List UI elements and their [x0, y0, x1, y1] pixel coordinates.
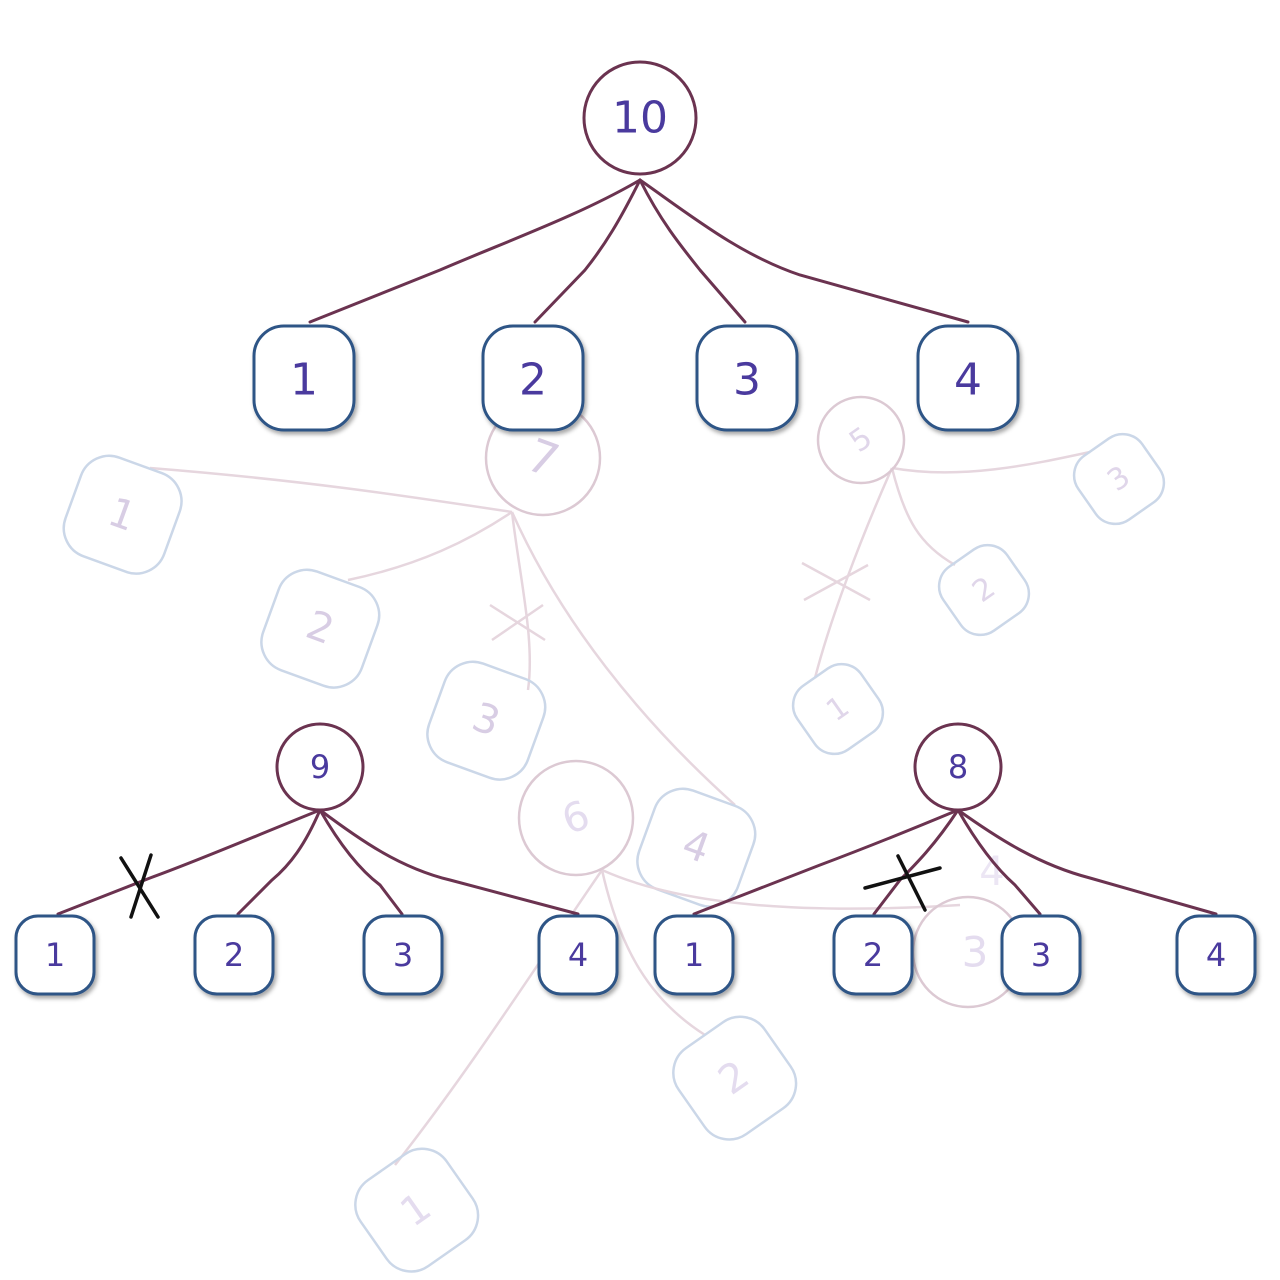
tree-edge — [956, 808, 1218, 916]
child-node-label: 1 — [684, 936, 704, 974]
ghost-edge — [510, 511, 736, 806]
ghost-edge — [510, 511, 532, 691]
root-node-label: 8 — [948, 748, 968, 786]
child-node-label: 3 — [1031, 936, 1051, 974]
ghost-node-label: 3 — [962, 928, 989, 977]
tree-edge — [318, 808, 404, 916]
child-node-label: 2 — [519, 355, 547, 406]
root-node-label: 9 — [310, 748, 330, 786]
child-node-box — [362, 914, 444, 996]
cross-mark-icon — [129, 853, 153, 919]
child-node-label: 3 — [393, 936, 413, 974]
ghost-layer: 7 1 2 3 4 5 3 2 1 — [62, 395, 1166, 1273]
ghost-node-box — [791, 662, 885, 756]
ghost-tree-6: 6 1 2 3 4 — [354, 759, 1025, 1273]
ghost-edge — [600, 869, 706, 1037]
ghost-edge — [813, 467, 894, 679]
ghost-edge — [601, 868, 961, 910]
ghost-edge — [890, 467, 956, 567]
child-node-label: 4 — [1206, 936, 1226, 974]
ghost-edge — [394, 869, 604, 1166]
tree-edge — [533, 178, 642, 324]
root-node-circle — [913, 722, 1003, 812]
ghost-node-box — [672, 1015, 798, 1141]
ghost-node-box — [354, 1147, 480, 1273]
ghost-edge — [347, 510, 513, 582]
ghost-edge — [891, 450, 1091, 474]
ghost-node-box — [426, 660, 547, 781]
tree-edge — [236, 808, 322, 916]
child-node-box — [1000, 914, 1082, 996]
ghost-node-label: 1 — [392, 1184, 439, 1236]
child-node-label: 2 — [224, 936, 244, 974]
ghost-tree-7: 7 1 2 3 4 — [62, 399, 757, 908]
child-node-box — [653, 914, 735, 996]
root-node-circle — [275, 722, 365, 812]
ghost-node-box — [636, 787, 757, 908]
child-node-box — [916, 324, 1020, 432]
top-tree: 10 1 2 3 4 — [252, 60, 1020, 432]
child-node-label: 2 — [863, 936, 883, 974]
root-node-circle — [582, 60, 698, 176]
ghost-node-label: 2 — [300, 602, 340, 654]
child-node-label: 4 — [568, 936, 588, 974]
child-node-box — [1175, 914, 1257, 996]
tree-edge — [308, 178, 642, 324]
ghost-node-label: 5 — [843, 420, 879, 460]
child-node-box — [252, 324, 356, 432]
child-node-label: 3 — [733, 355, 761, 406]
ghost-node-box — [260, 568, 381, 689]
left-tree: 9 1 2 3 4 — [14, 722, 619, 996]
ghost-node-box — [62, 454, 183, 575]
tree-edge — [56, 808, 322, 916]
tree-edge — [956, 808, 1042, 916]
child-node-box — [832, 914, 914, 996]
ghost-node-circle — [816, 395, 906, 485]
ghost-cross — [491, 603, 544, 642]
ghost-node-label: 1 — [820, 689, 856, 729]
child-node-box — [481, 324, 585, 432]
ghost-node-box — [1072, 432, 1166, 526]
ghost-node-label: 2 — [710, 1052, 757, 1104]
ghost-node-label: 6 — [556, 792, 596, 844]
tree-edge — [638, 178, 747, 324]
child-node-box — [537, 914, 619, 996]
tree-edge — [638, 178, 970, 324]
ghost-node-label: 3 — [466, 694, 506, 746]
ghost-edge — [149, 466, 513, 514]
tree-edge — [692, 808, 960, 916]
ghost-cross — [803, 563, 869, 602]
cross-mark-icon — [896, 854, 927, 912]
ghost-node-label: 2 — [966, 570, 1002, 610]
child-node-box — [695, 324, 799, 432]
tree-edge — [872, 808, 960, 916]
ghost-node-label: 1 — [102, 489, 142, 541]
ghost-node-label: 3 — [1101, 459, 1137, 499]
child-node-label: 1 — [290, 355, 318, 406]
child-node-label: 1 — [45, 936, 65, 974]
ghost-node-box — [937, 543, 1031, 637]
root-node-label: 10 — [612, 93, 668, 144]
ghost-node-circle — [517, 759, 635, 877]
ghost-node-label: 7 — [520, 428, 566, 489]
right-tree: 8 1 2 3 4 — [653, 722, 1257, 996]
child-node-box — [193, 914, 275, 996]
child-node-label: 4 — [954, 355, 982, 406]
child-node-box — [14, 914, 96, 996]
cross-mark-icon — [863, 866, 942, 890]
ghost-tree-5: 5 3 2 1 — [791, 395, 1166, 756]
ghost-node-label: 4 — [676, 821, 716, 873]
tree-edge — [318, 808, 580, 916]
